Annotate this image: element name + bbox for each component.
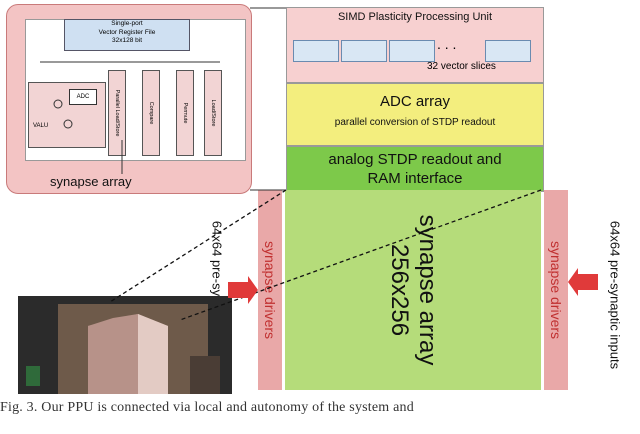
- vector-slice: [485, 40, 531, 62]
- valu-node-2: [63, 119, 73, 129]
- register-file-line-1: Single-port: [111, 20, 143, 27]
- readout-line-2: RAM interface: [367, 170, 463, 187]
- vector-register-file: Single-port Vector Register File 32x128 …: [64, 19, 190, 51]
- figure-caption: Fig. 3. Our PPU is connected via local a…: [0, 400, 414, 415]
- vector-slice: [293, 40, 339, 62]
- chip-photo: [18, 296, 232, 394]
- zoom-line-left: [109, 189, 287, 303]
- valu-label: VALU: [33, 123, 49, 129]
- vector-slice: [341, 40, 387, 62]
- simd-ppu-block: SIMD Plasticity Processing Unit . . . 32…: [286, 7, 544, 83]
- adc-title: ADC array: [379, 93, 450, 110]
- adc-subtitle: parallel conversion of STDP readout: [334, 117, 496, 128]
- inset-adc-box: ADC: [69, 89, 97, 105]
- simd-slices-label: 32 vector slices: [427, 61, 496, 72]
- inset-synapse-array-label: synapse array: [50, 174, 132, 189]
- valu-node-1: [53, 99, 63, 109]
- adc-array-block: ADC array parallel conversion of STDP re…: [286, 83, 544, 146]
- unit-load-store: Load/Store: [204, 70, 222, 156]
- register-file-line-2: Vector Register File: [98, 28, 156, 36]
- simd-title: SIMD Plasticity Processing Unit: [337, 11, 493, 23]
- zoom-line-right: [179, 189, 542, 321]
- right-input-arrow: [568, 268, 598, 296]
- valu-block: VALU ADC: [28, 82, 106, 148]
- readout-line-1: analog STDP readout and: [328, 151, 502, 168]
- readout-text: analog STDP readout and RAM interface: [287, 150, 543, 188]
- chip-photo-drawing: [18, 296, 232, 394]
- vector-slice: [389, 40, 435, 62]
- unit-permute: Permute: [176, 70, 194, 156]
- register-file-line-3: 32x128 bit: [112, 37, 142, 44]
- stdp-readout-block: analog STDP readout and RAM interface: [286, 146, 544, 192]
- unit-compare: Compare: [142, 70, 160, 156]
- synapse-array-block: [285, 190, 541, 390]
- left-input-arrow: [228, 276, 258, 304]
- right-synapse-drivers: synapse drivers: [544, 190, 568, 390]
- simd-dots: . . .: [437, 36, 457, 52]
- unit-parallel-load-store: Parallel Load/Store: [108, 70, 126, 156]
